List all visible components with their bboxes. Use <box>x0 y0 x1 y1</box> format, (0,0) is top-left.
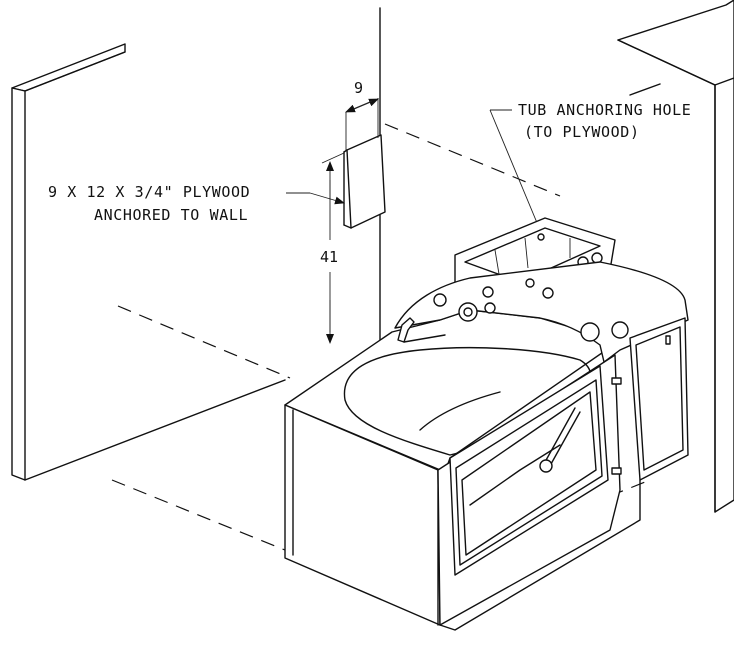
plywood-callout-line1: 9 X 12 X 3/4" PLYWOOD <box>48 183 250 201</box>
anchor-hole-callout-line1: TUB ANCHORING HOLE <box>518 101 691 119</box>
plywood-block <box>343 134 386 229</box>
dimension-width-label: 9 <box>354 79 363 97</box>
plywood-callout-line2: ANCHORED TO WALL <box>94 206 248 224</box>
dimension-width: 9 <box>345 79 379 150</box>
anchor-hole-callout: TUB ANCHORING HOLE (TO PLYWOOD) <box>489 101 691 231</box>
hand-shower <box>397 317 446 343</box>
dimension-height: 41 <box>320 152 345 344</box>
walk-in-tub <box>284 217 689 631</box>
plywood-callout: 9 X 12 X 3/4" PLYWOOD ANCHORED TO WALL <box>48 183 345 224</box>
anchor-hole-callout-line2: (TO PLYWOOD) <box>524 123 640 141</box>
access-panel <box>629 317 689 481</box>
tub-door <box>449 365 622 576</box>
left-wall <box>11 43 286 481</box>
right-wall <box>617 0 734 513</box>
dimension-height-label: 41 <box>320 248 338 266</box>
